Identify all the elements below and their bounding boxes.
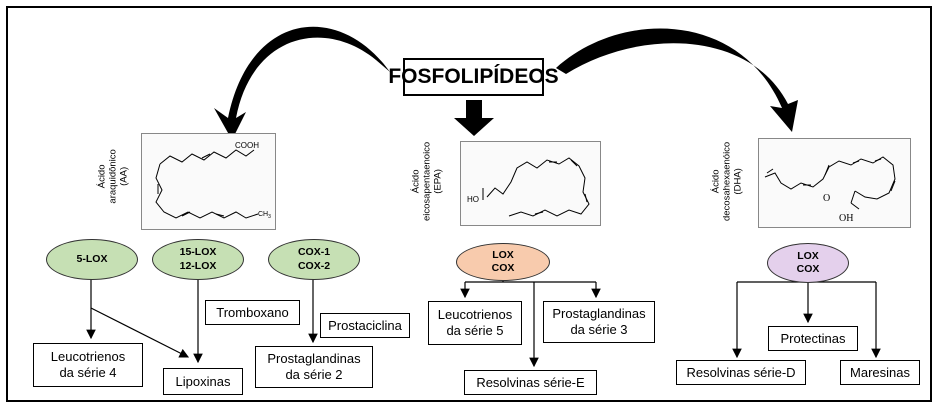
dha-molecule-label: Ácido decosahexaenóico (DHA)	[710, 141, 744, 222]
product-tromboxano: Tromboxano	[205, 300, 300, 325]
product-prostaglandinas-serie-3: Prostaglandinas da série 3	[543, 301, 655, 343]
product-resolvinas-serie-e: Resolvinas série-E	[464, 370, 597, 395]
aa-molecule-label: Ácido araquidônico (AA)	[96, 149, 130, 204]
aa-cooh-text: COOH	[235, 141, 259, 150]
dha-oh-text: OH	[839, 213, 853, 224]
product-resolvinas-serie-d: Resolvinas série-D	[676, 360, 806, 385]
curved-arrow-right	[556, 28, 798, 133]
product-protectinas: Protectinas	[768, 326, 858, 351]
epa-molecule-drawing: HO	[467, 157, 590, 217]
product-leucotrienos-serie-4: Leucotrienos da série 4	[33, 343, 143, 387]
epa-molecule-label: Ácido eicosapentaenoico (EPA)	[410, 141, 444, 222]
dha-molecule-structure: O OH	[758, 138, 911, 228]
enzyme-5-lox: 5-LOX	[46, 239, 138, 280]
dha-molecule-drawing: O OH	[764, 156, 896, 224]
curved-arrow-left	[214, 26, 390, 140]
dha-o-text: O	[823, 193, 830, 204]
enzyme-epa-lox-cox: LOX COX	[456, 243, 550, 281]
product-leucotrienos-serie-5: Leucotrienos da série 5	[428, 301, 522, 345]
product-prostaciclina: Prostaciclina	[320, 313, 410, 338]
title-fosfolipideos: FOSFOLIPÍDEOS	[388, 58, 559, 96]
enzyme-15-12-lox: 15-LOX 12-LOX	[152, 239, 244, 280]
down-arrow-center	[454, 100, 494, 136]
enzyme-cox-1-2: COX-1 COX-2	[268, 239, 360, 280]
diagram-frame	[6, 6, 932, 402]
aa-ch3-text: CH3	[258, 211, 271, 220]
aa-molecule-drawing: COOH CH3	[155, 141, 271, 220]
product-prostaglandinas-serie-2: Prostaglandinas da série 2	[255, 346, 373, 388]
epa-ho-text: HO	[467, 195, 479, 204]
aa-molecule-structure: COOH CH3	[141, 133, 276, 230]
product-maresinas: Maresinas	[840, 360, 920, 385]
enzyme-dha-lox-cox: LOX COX	[767, 243, 849, 283]
product-lipoxinas: Lipoxinas	[163, 368, 243, 395]
epa-molecule-structure: HO	[460, 141, 601, 226]
